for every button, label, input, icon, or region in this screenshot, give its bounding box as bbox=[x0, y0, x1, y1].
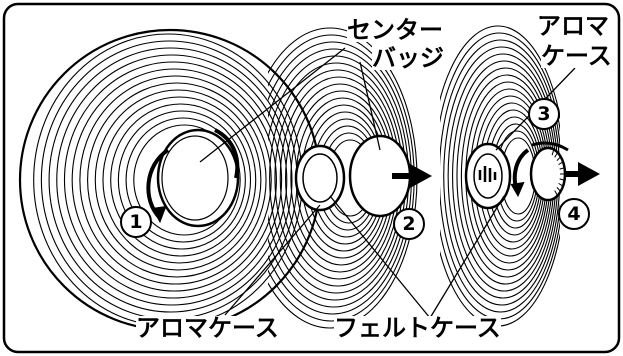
center-badge bbox=[158, 130, 238, 226]
label-aroma-case-bottom: アロマケース bbox=[136, 316, 279, 340]
label-aroma-case-top-line1: アロマ bbox=[537, 14, 609, 38]
step-3-badge: 3 bbox=[528, 98, 560, 130]
label-center-badge-line2: バッジ bbox=[372, 46, 444, 70]
step-2-badge: 2 bbox=[393, 208, 425, 240]
panel-3-fan-guard bbox=[431, 26, 601, 326]
step-4-badge: 4 bbox=[558, 198, 590, 230]
label-center-badge-line1: センター bbox=[347, 18, 443, 42]
pull-arrow-icon-2 bbox=[578, 162, 600, 186]
pull-arrow-icon bbox=[410, 164, 432, 188]
label-felt-case: フェルトケース bbox=[334, 316, 501, 340]
step-1-badge: 1 bbox=[120, 206, 152, 238]
aroma-case-removed bbox=[531, 148, 565, 200]
label-aroma-case-top-line2: ケース bbox=[541, 44, 612, 68]
